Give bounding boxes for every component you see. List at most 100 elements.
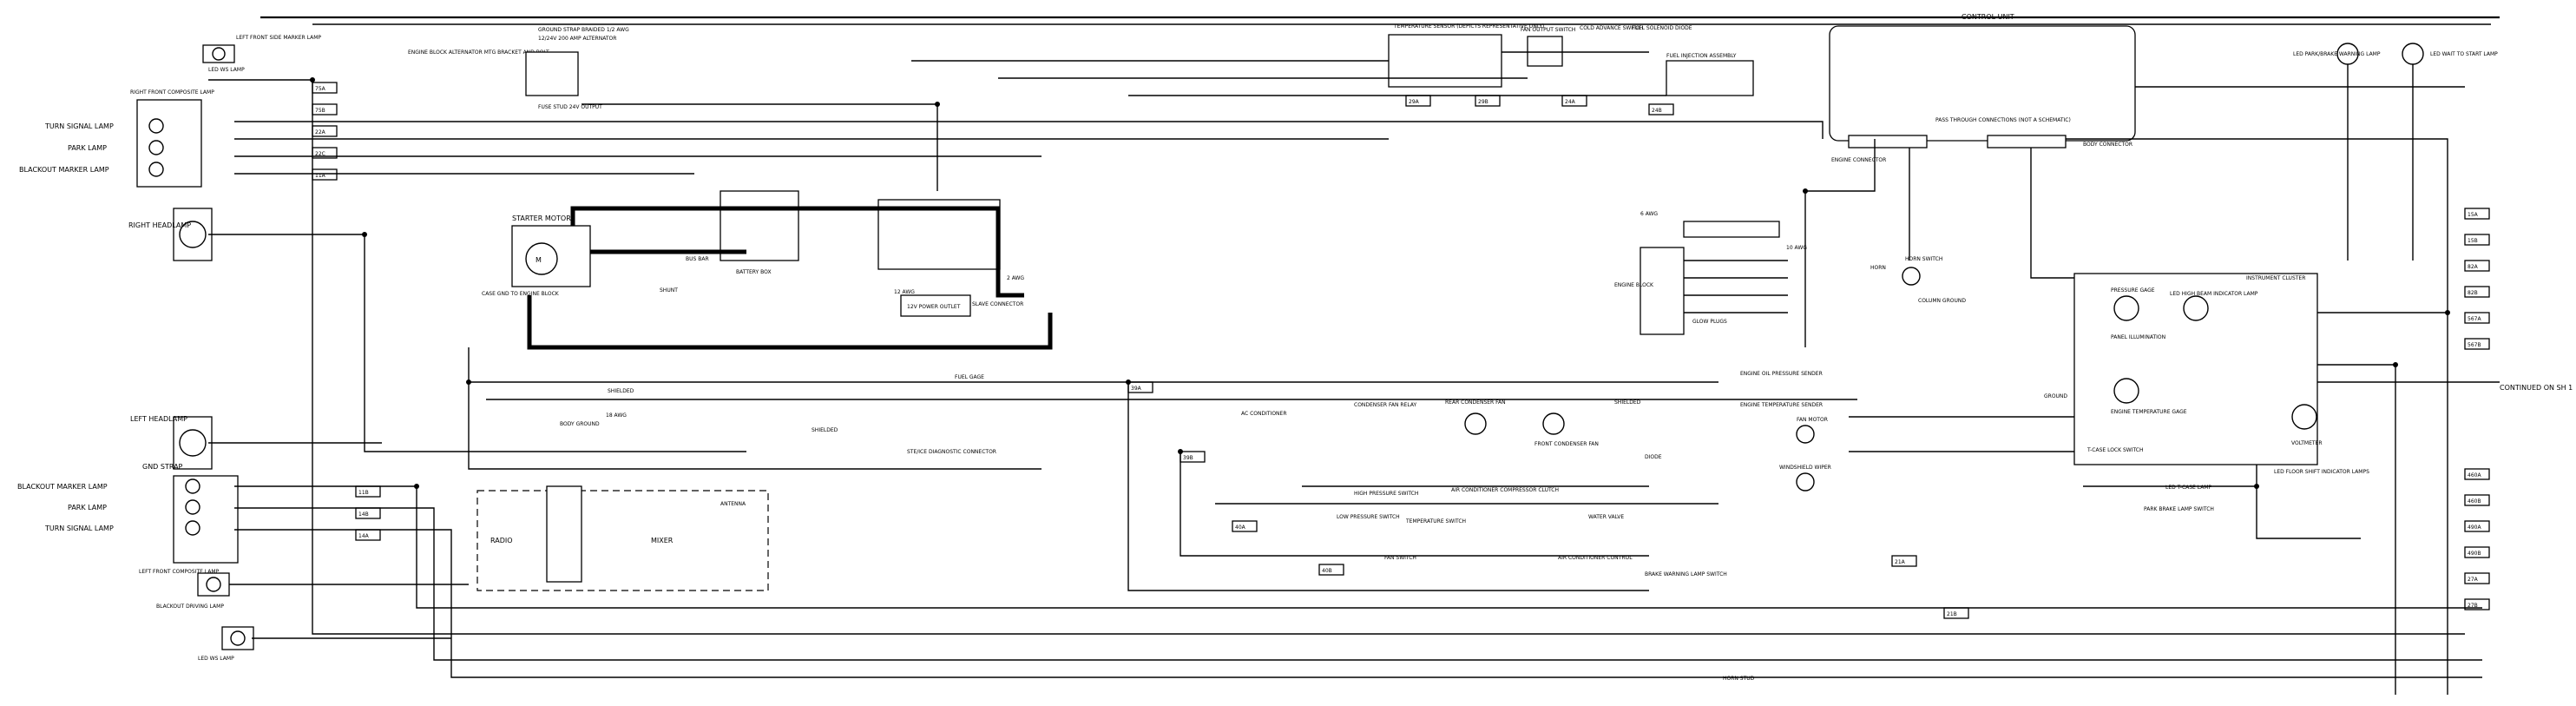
- body-connector: [1987, 135, 2067, 148]
- led-high-beam-lamp: [2183, 295, 2209, 321]
- temperature-switch-label: TEMPERATURE SWITCH: [1405, 518, 1466, 525]
- left-front-composite-lamp: [173, 475, 239, 564]
- gnd-strap-label: GND STRAP: [142, 463, 183, 471]
- wire-gauge-labels: 6 AWG 10 AWG 12 AWG 2 AWG 18 AWG: [606, 211, 1807, 419]
- right-front-composite-label: RIGHT FRONT COMPOSITE LAMP: [130, 89, 214, 96]
- svg-text:27B: 27B: [2468, 603, 2478, 609]
- horn-switch-label: HORN SWITCH: [1905, 256, 1942, 262]
- rear-condenser-fan-label: REAR CONDENSER FAN: [1445, 399, 1506, 406]
- instrument-cluster-label: INSTRUMENT CLUSTER: [2246, 275, 2305, 281]
- front-condenser-fan-label: FRONT CONDENSER FAN: [1534, 441, 1599, 447]
- svg-text:490A: 490A: [2468, 525, 2481, 531]
- svg-text:27A: 27A: [2468, 577, 2479, 583]
- temperature-sensor-label: TEMPERATURE SENSOR (DEPICTS REPRESENTATI…: [1393, 23, 1544, 30]
- park-brake-switch-label: PARK BRAKE LAMP SWITCH: [2144, 506, 2214, 512]
- voltmeter-label: VOLTMETER: [2291, 440, 2323, 446]
- body-ground-label: BODY GROUND: [560, 421, 600, 427]
- horn-stud-label: HORN STUD: [1723, 676, 1755, 682]
- power-distribution-box: [877, 199, 1001, 270]
- horn-switch: [1902, 267, 1921, 286]
- led-high-beam-label: LED HIGH BEAM INDICATOR LAMP: [2170, 291, 2258, 297]
- led-tcase-lamp-label: LED T-CASE LAMP: [2165, 485, 2212, 491]
- column-ground-label: COLUMN GROUND: [1918, 298, 1966, 304]
- temp-gauge: [2113, 378, 2139, 404]
- turn-signal-lamp-right-label: TURN SIGNAL LAMP: [44, 122, 114, 130]
- slave-connector-label: SLAVE CONNECTOR: [972, 301, 1023, 307]
- fuel-injection-assembly: [1666, 60, 1754, 96]
- left-lamps-section: LEFT FRONT SIDE MARKER LAMP LED WS LAMP …: [17, 35, 321, 662]
- radio-mixer-box: [476, 490, 769, 591]
- antenna-label: ANTENNA: [720, 501, 746, 507]
- glow-plug-relay: [1683, 221, 1780, 238]
- svg-text:460B: 460B: [2468, 498, 2481, 505]
- voltmeter: [2291, 404, 2317, 430]
- continued-label: CONTINUED ON SH 1: [2500, 384, 2573, 392]
- svg-text:11B: 11B: [358, 490, 369, 496]
- high-pressure-switch-label: HIGH PRESSURE SWITCH: [1354, 491, 1418, 497]
- awg-6-label: 6 AWG: [1640, 211, 1658, 217]
- engine-oil-pressure-label: ENGINE OIL PRESSURE SENDER: [1740, 371, 1823, 377]
- fuel-gauge-label: FUEL GAGE: [955, 374, 984, 380]
- left-front-composite-label: LEFT FRONT COMPOSITE LAMP: [139, 569, 220, 575]
- brake-warning-label: BRAKE WARNING LAMP SWITCH: [1645, 571, 1727, 577]
- power-outlet-label: 12V POWER OUTLET: [907, 304, 961, 310]
- fan-output-switch: [1527, 36, 1563, 67]
- engine-connector-label: ENGINE CONNECTOR: [1831, 157, 1886, 163]
- awg-10-label: 10 AWG: [1786, 245, 1807, 251]
- right-headlamp-label: RIGHT HEADLAMP: [128, 221, 191, 229]
- led-ws-lamp-label-top: LED WS LAMP: [208, 67, 245, 73]
- shunt-label: SHUNT: [660, 287, 678, 294]
- case-gnd-label: CASE GND TO ENGINE BLOCK: [482, 291, 560, 297]
- mixer-label: MIXER: [651, 537, 674, 544]
- compressor-clutch-label: AIR CONDITIONER COMPRESSOR CLUTCH: [1451, 487, 1559, 493]
- pressure-gauge: [2113, 295, 2139, 321]
- shielded-label-1: SHIELDED: [608, 388, 634, 394]
- svg-text:22A: 22A: [315, 129, 326, 135]
- shielded-label-2: SHIELDED: [812, 427, 838, 433]
- led-park-brake-label: LED PARK/BRAKE WARNING LAMP: [2293, 51, 2381, 57]
- fan-motor-label: FAN MOTOR: [1797, 417, 1828, 423]
- tach-ground-label: GROUND: [2044, 393, 2067, 399]
- led-wait-to-start-label: LED WAIT TO START LAMP: [2430, 51, 2498, 57]
- battery-box-label: BATTERY BOX: [736, 269, 772, 275]
- svg-text:21A: 21A: [1895, 559, 1906, 565]
- right-front-composite-lamp: [136, 99, 202, 188]
- svg-text:82B: 82B: [2468, 290, 2478, 296]
- svg-text:22C: 22C: [315, 151, 325, 157]
- hvac-section: AC CONDITIONER CONDENSER FAN RELAY REAR …: [1241, 371, 1823, 682]
- engine-connector: [1848, 135, 1928, 148]
- alternator: [525, 51, 579, 96]
- awg-18-label: 18 AWG: [606, 412, 627, 419]
- glow-plugs-label: GLOW PLUGS: [1692, 319, 1727, 325]
- instrument-cluster: [2073, 273, 2318, 465]
- starter-motor-label: STARTER MOTOR: [512, 214, 571, 222]
- svg-text:14B: 14B: [358, 511, 369, 518]
- front-condenser-fan: [1542, 412, 1565, 435]
- connectors: 75A 75B 22A 22C 11A 11B 14B 14A 15A 15B …: [312, 82, 2490, 619]
- water-valve-label: WATER VALVE: [1588, 514, 1624, 520]
- windshield-wiper: [1796, 472, 1815, 492]
- blackout-driving-lamp: [197, 572, 230, 597]
- awg-2-label: 2 AWG: [1007, 275, 1024, 281]
- bus-bar-label: BUS BAR: [686, 256, 709, 262]
- battery-box: [720, 190, 799, 261]
- awg-12-label: 12 AWG: [894, 289, 915, 295]
- svg-text:21B: 21B: [1947, 611, 1957, 617]
- svg-text:40A: 40A: [1235, 525, 1246, 531]
- svg-text:75A: 75A: [315, 86, 326, 92]
- fuel-injection-label: FUEL INJECTION ASSEMBLY: [1666, 53, 1737, 59]
- rear-condenser-fan: [1464, 412, 1487, 435]
- low-pressure-switch-label: LOW PRESSURE SWITCH: [1337, 514, 1400, 520]
- park-lamp-right-label: PARK LAMP: [68, 144, 107, 152]
- svg-text:40B: 40B: [1322, 568, 1332, 574]
- shielded-label-3: SHIELDED: [1614, 399, 1641, 406]
- panel-illumination-label: PANEL ILLUMINATION: [2111, 334, 2165, 340]
- park-lamp-left-label: PARK LAMP: [68, 504, 107, 511]
- wires: [208, 16, 2500, 695]
- blackout-marker-lamp-right-label: BLACKOUT MARKER LAMP: [19, 166, 109, 174]
- svg-text:75B: 75B: [315, 108, 325, 114]
- left-front-marker-lamp-label: LEFT FRONT SIDE MARKER LAMP: [236, 35, 321, 41]
- windshield-wiper-label: WINDSHIELD WIPER: [1779, 465, 1831, 471]
- svg-text:82A: 82A: [2468, 264, 2479, 270]
